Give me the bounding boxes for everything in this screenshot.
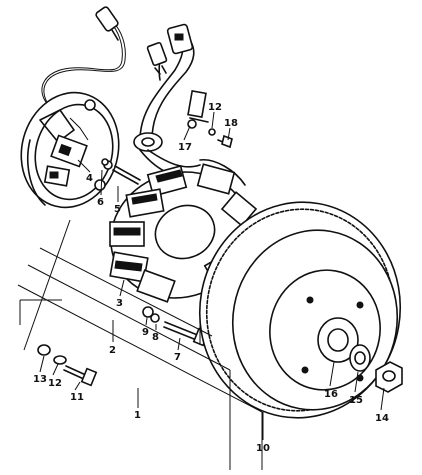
pulser-bolt-washers — [37, 344, 98, 387]
callout-16: 16 — [324, 389, 338, 400]
callout-5: 5 — [114, 204, 121, 215]
callout-leaders — [39, 111, 385, 440]
callout-17: 17 — [178, 142, 192, 153]
callout-7: 7 — [174, 352, 181, 363]
callout-9: 9 — [142, 327, 149, 338]
callout-13: 13 — [33, 374, 47, 385]
callout-14: 14 — [375, 413, 389, 424]
callout-10: 10 — [256, 443, 270, 454]
callout-12-bolt: 12 — [48, 378, 62, 389]
callout-18: 18 — [224, 118, 238, 129]
callout-6: 6 — [97, 197, 104, 208]
harness-connectors — [139, 23, 195, 141]
clamp-bracket — [187, 90, 233, 149]
callout-1: 1 — [134, 410, 141, 421]
callout-4: 4 — [86, 173, 93, 184]
flywheel-nut-washer — [349, 344, 403, 393]
callout-12-bracket: 12 — [208, 102, 222, 113]
screw-and-washer — [101, 158, 141, 185]
callout-15: 15 — [349, 395, 363, 406]
pulser-wire — [41, 6, 126, 121]
assembly-bracket-lines — [17, 219, 263, 470]
callout-2: 2 — [109, 345, 116, 356]
wire-grommet — [133, 132, 206, 179]
callout-labels: 1 2 3 4 5 6 7 8 9 10 11 12 12 13 14 15 1… — [33, 102, 389, 454]
callout-3: 3 — [116, 298, 123, 309]
callout-8: 8 — [152, 332, 159, 343]
pulser-plate — [20, 91, 120, 209]
callout-11: 11 — [70, 392, 84, 403]
